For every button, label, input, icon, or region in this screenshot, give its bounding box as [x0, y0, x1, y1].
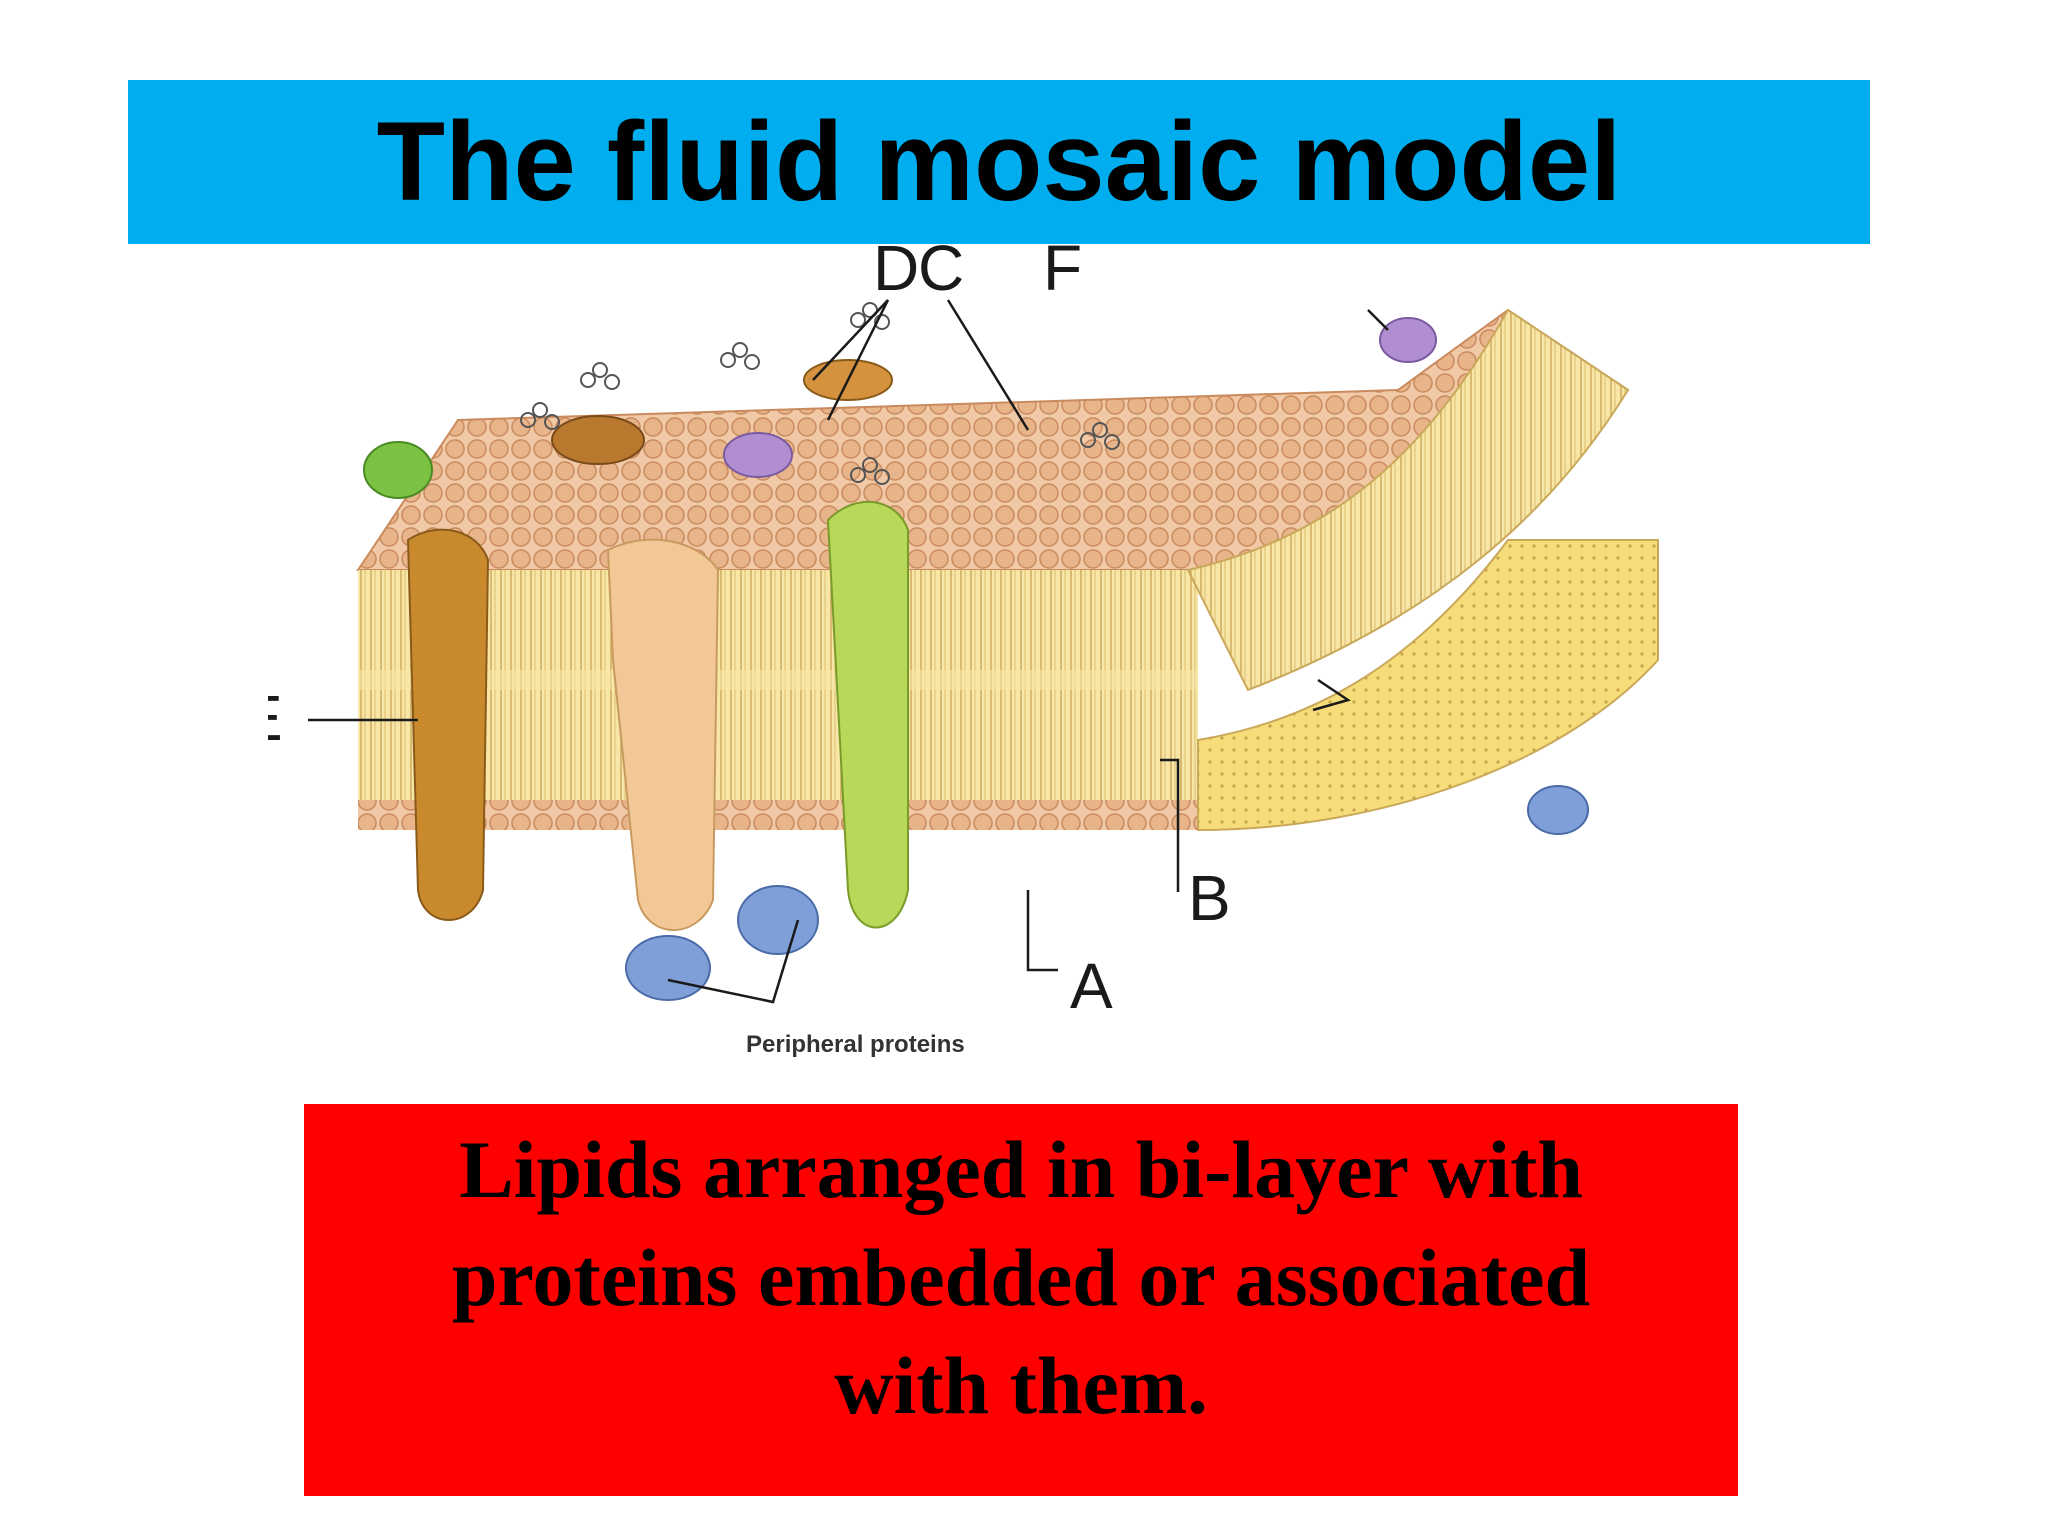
surface-protein-green [363, 441, 433, 499]
caption-line-3: with them. [834, 1340, 1208, 1431]
peripheral-protein-2 [737, 885, 819, 955]
slide-title: The fluid mosaic model [376, 99, 1622, 224]
lower-heads-row [358, 800, 1198, 830]
label-b: B [1188, 862, 1231, 934]
carbohydrate-chains [520, 302, 1120, 485]
integral-protein-brown [406, 528, 490, 921]
label-e: E [268, 682, 283, 754]
title-band [128, 80, 1870, 244]
peripheral-protein-1 [625, 935, 711, 1001]
integral-protein-green [826, 501, 909, 929]
caption-box [304, 1104, 1738, 1496]
label-f: F [1043, 240, 1082, 304]
membrane-diagram: D C F E B A Peripheral proteins [240, 232, 1748, 1080]
label-a: A [1070, 950, 1113, 1022]
peripheral-proteins-label: Peripheral proteins [746, 1031, 965, 1058]
label-c: C [918, 240, 964, 304]
peripheral-protein-3 [1527, 785, 1589, 835]
caption-line-1: Lipids arranged in bi-layer with [459, 1124, 1583, 1215]
peeled-bilayer [1186, 308, 1630, 692]
caption-line-2: proteins embedded or associated [451, 1232, 1591, 1323]
integral-protein-tan [606, 538, 720, 931]
surface-protein-purple [723, 432, 793, 478]
surface-protein-brown [551, 415, 645, 465]
label-leader-lines [308, 299, 1389, 1004]
glycolipid-protein-f [1379, 317, 1437, 363]
label-d: D [873, 240, 919, 304]
bilayer-interior-slab [1197, 539, 1659, 832]
bilayer-middle-band [358, 670, 1198, 690]
